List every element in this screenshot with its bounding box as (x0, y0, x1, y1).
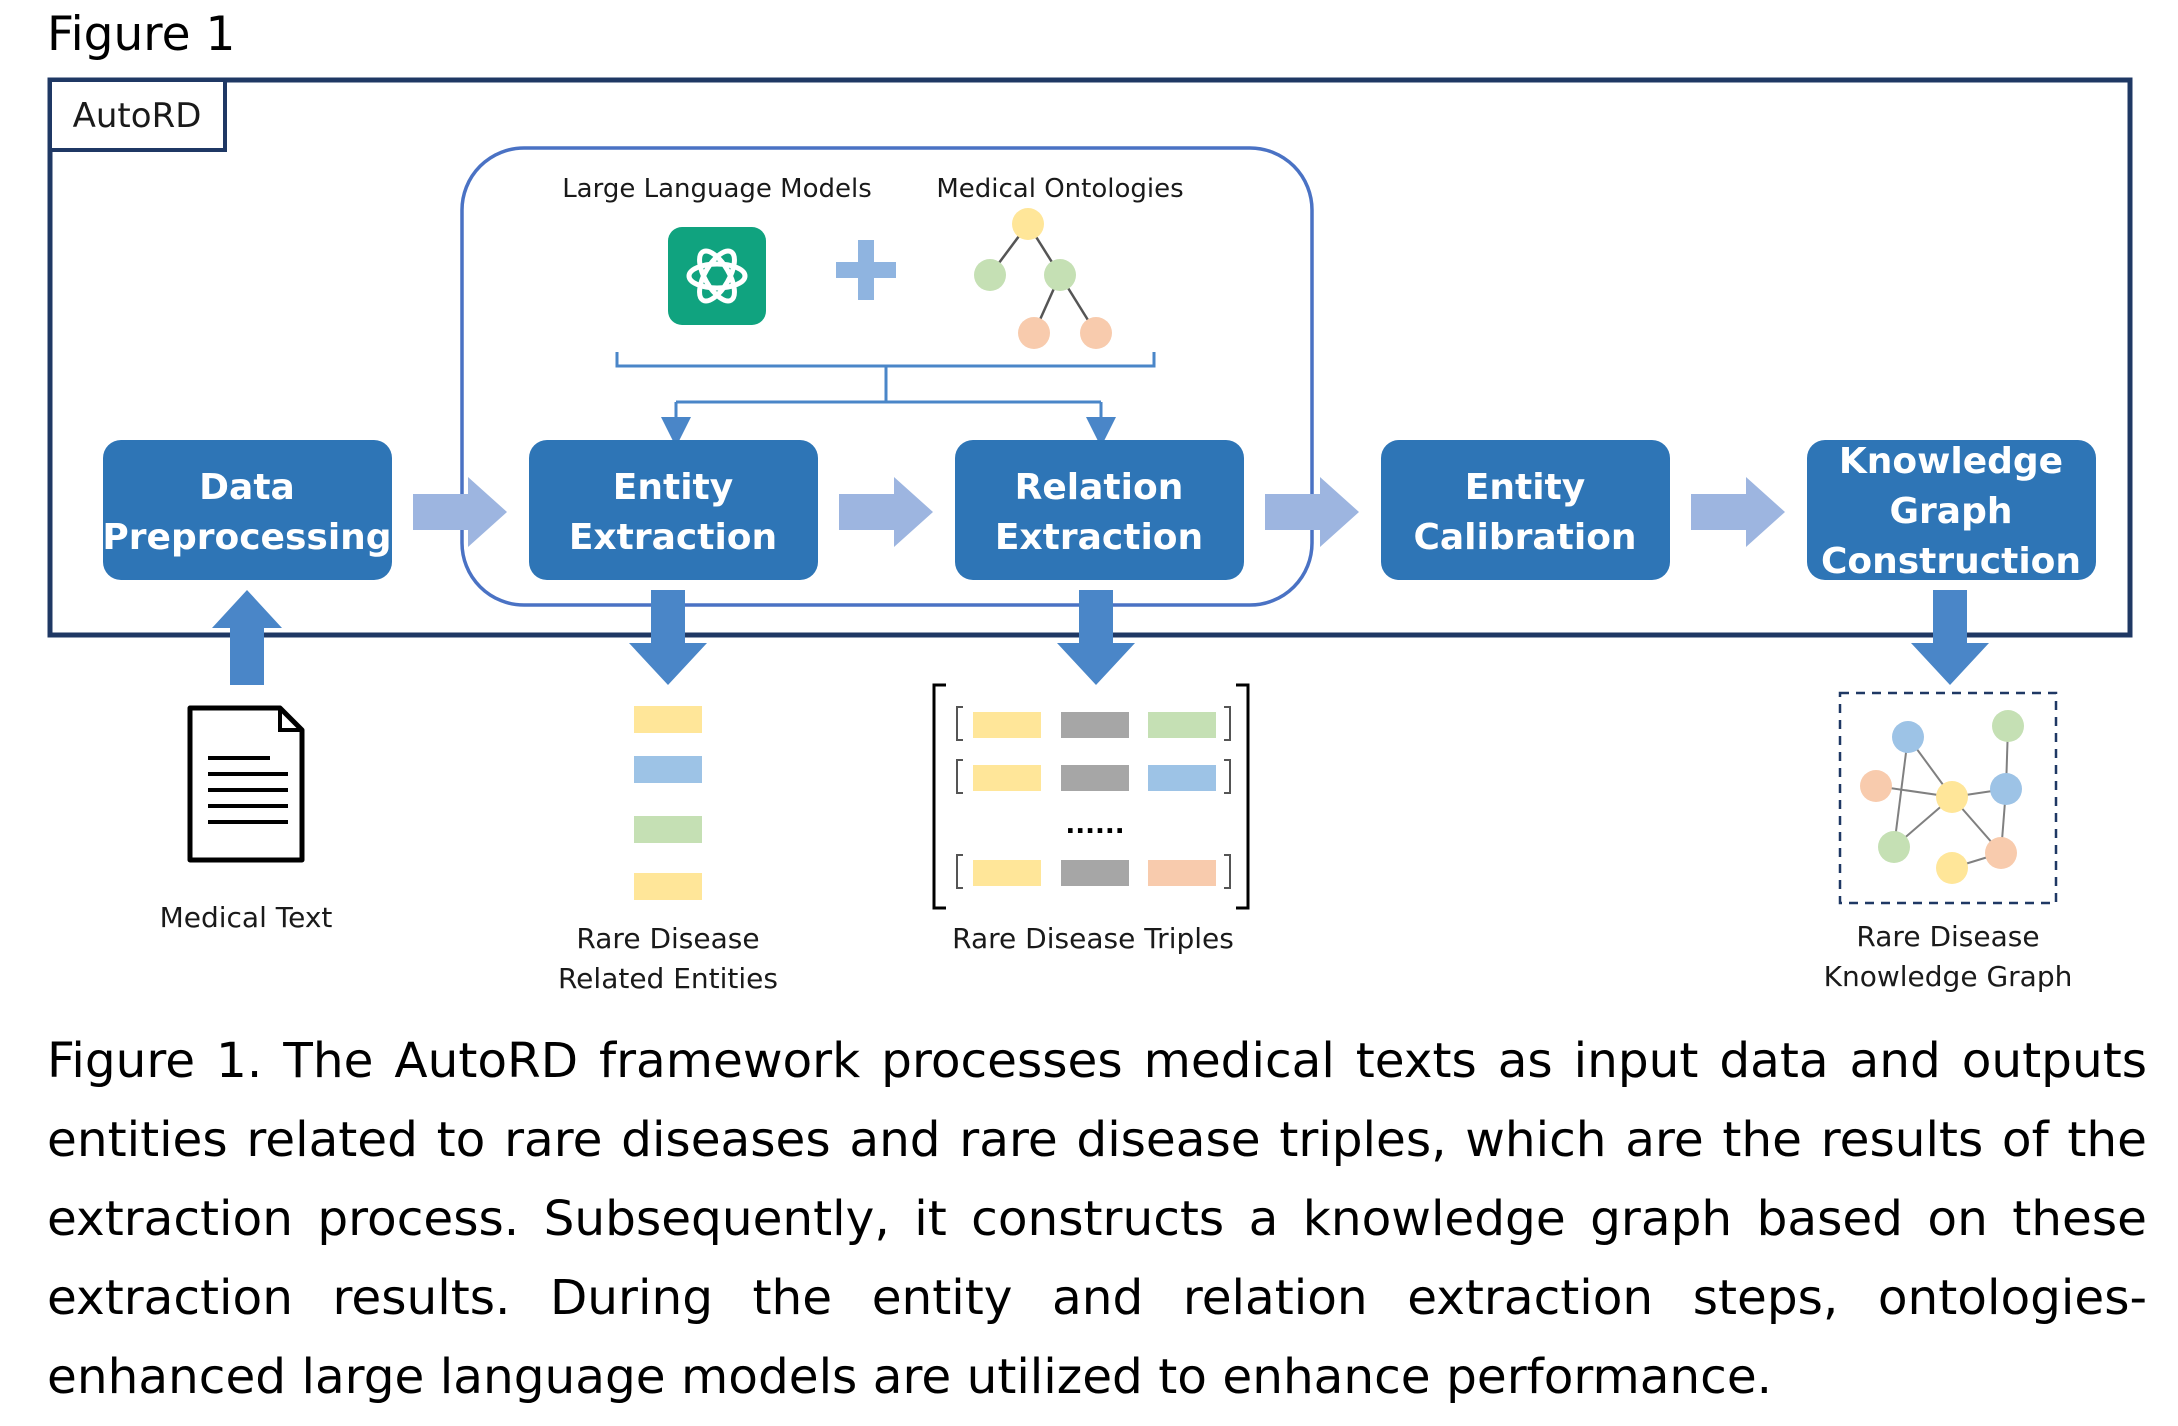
right-arrow-icon (1265, 477, 1359, 547)
extraction-group-frame (460, 146, 1314, 607)
right-arrow-icon (413, 477, 507, 547)
ontology-label: Medical Ontologies (936, 174, 1183, 204)
kg-label-line1: Rare Disease (1856, 920, 2039, 953)
step-label-line: Preprocessing (102, 517, 391, 558)
resource-connector (615, 352, 1156, 447)
right-arrow-icon (839, 477, 933, 547)
down-arrow-icon (1911, 590, 1989, 685)
ontology-tree-icon (974, 208, 1112, 349)
down-arrow-icon (629, 590, 707, 685)
entity-list-icon (634, 706, 702, 900)
step-label-line: Entity (1465, 467, 1585, 508)
step-kg-construction: Knowledge Graph Construction (1807, 440, 2096, 582)
kg-label-line2: Knowledge Graph (1824, 960, 2073, 993)
step-label-line: Construction (1821, 541, 2081, 582)
entities-label-line1: Rare Disease (576, 922, 759, 955)
step-label-line: Extraction (569, 517, 777, 558)
right-arrow-icon (1691, 477, 1785, 547)
step-label-line: Relation (1015, 467, 1184, 508)
triples-ellipsis: ...... (1065, 810, 1124, 840)
step-label-line: Data (199, 467, 295, 508)
triples-label: Rare Disease Triples (952, 922, 1234, 955)
llm-icon (668, 227, 766, 325)
triples-matrix-icon (932, 683, 1250, 910)
step-label-line: Knowledge (1839, 441, 2063, 482)
step-entity-calibration: Entity Calibration (1381, 440, 1670, 580)
flow-arrows (413, 477, 1785, 547)
framework-label: AutoRD (73, 96, 202, 136)
vertical-arrows (212, 590, 1989, 685)
medical-text-label: Medical Text (160, 901, 333, 934)
step-label-line: Calibration (1413, 517, 1636, 558)
up-arrow-icon (212, 590, 282, 685)
autord-diagram: AutoRD Large Language Models Medical Ont… (47, 77, 2133, 995)
llm-label: Large Language Models (562, 174, 872, 204)
figure-caption: Figure 1. The AutoRD framework processes… (47, 1033, 2147, 1405)
down-arrow-icon (1057, 590, 1135, 685)
plus-icon (836, 240, 896, 300)
step-label-line: Graph (1890, 491, 2013, 532)
entities-label-line2: Related Entities (558, 962, 778, 995)
step-label-line: Entity (613, 467, 733, 508)
knowledge-graph-icon (1838, 691, 2058, 905)
step-label-line: Extraction (995, 517, 1203, 558)
step-entity-extraction: Entity Extraction (529, 440, 818, 580)
document-icon (187, 705, 305, 863)
step-relation-extraction: Relation Extraction (955, 440, 1244, 580)
step-data-preprocessing: Data Preprocessing (102, 440, 392, 580)
figure-title: Figure 1 (47, 7, 236, 62)
framework-tag (48, 78, 227, 152)
